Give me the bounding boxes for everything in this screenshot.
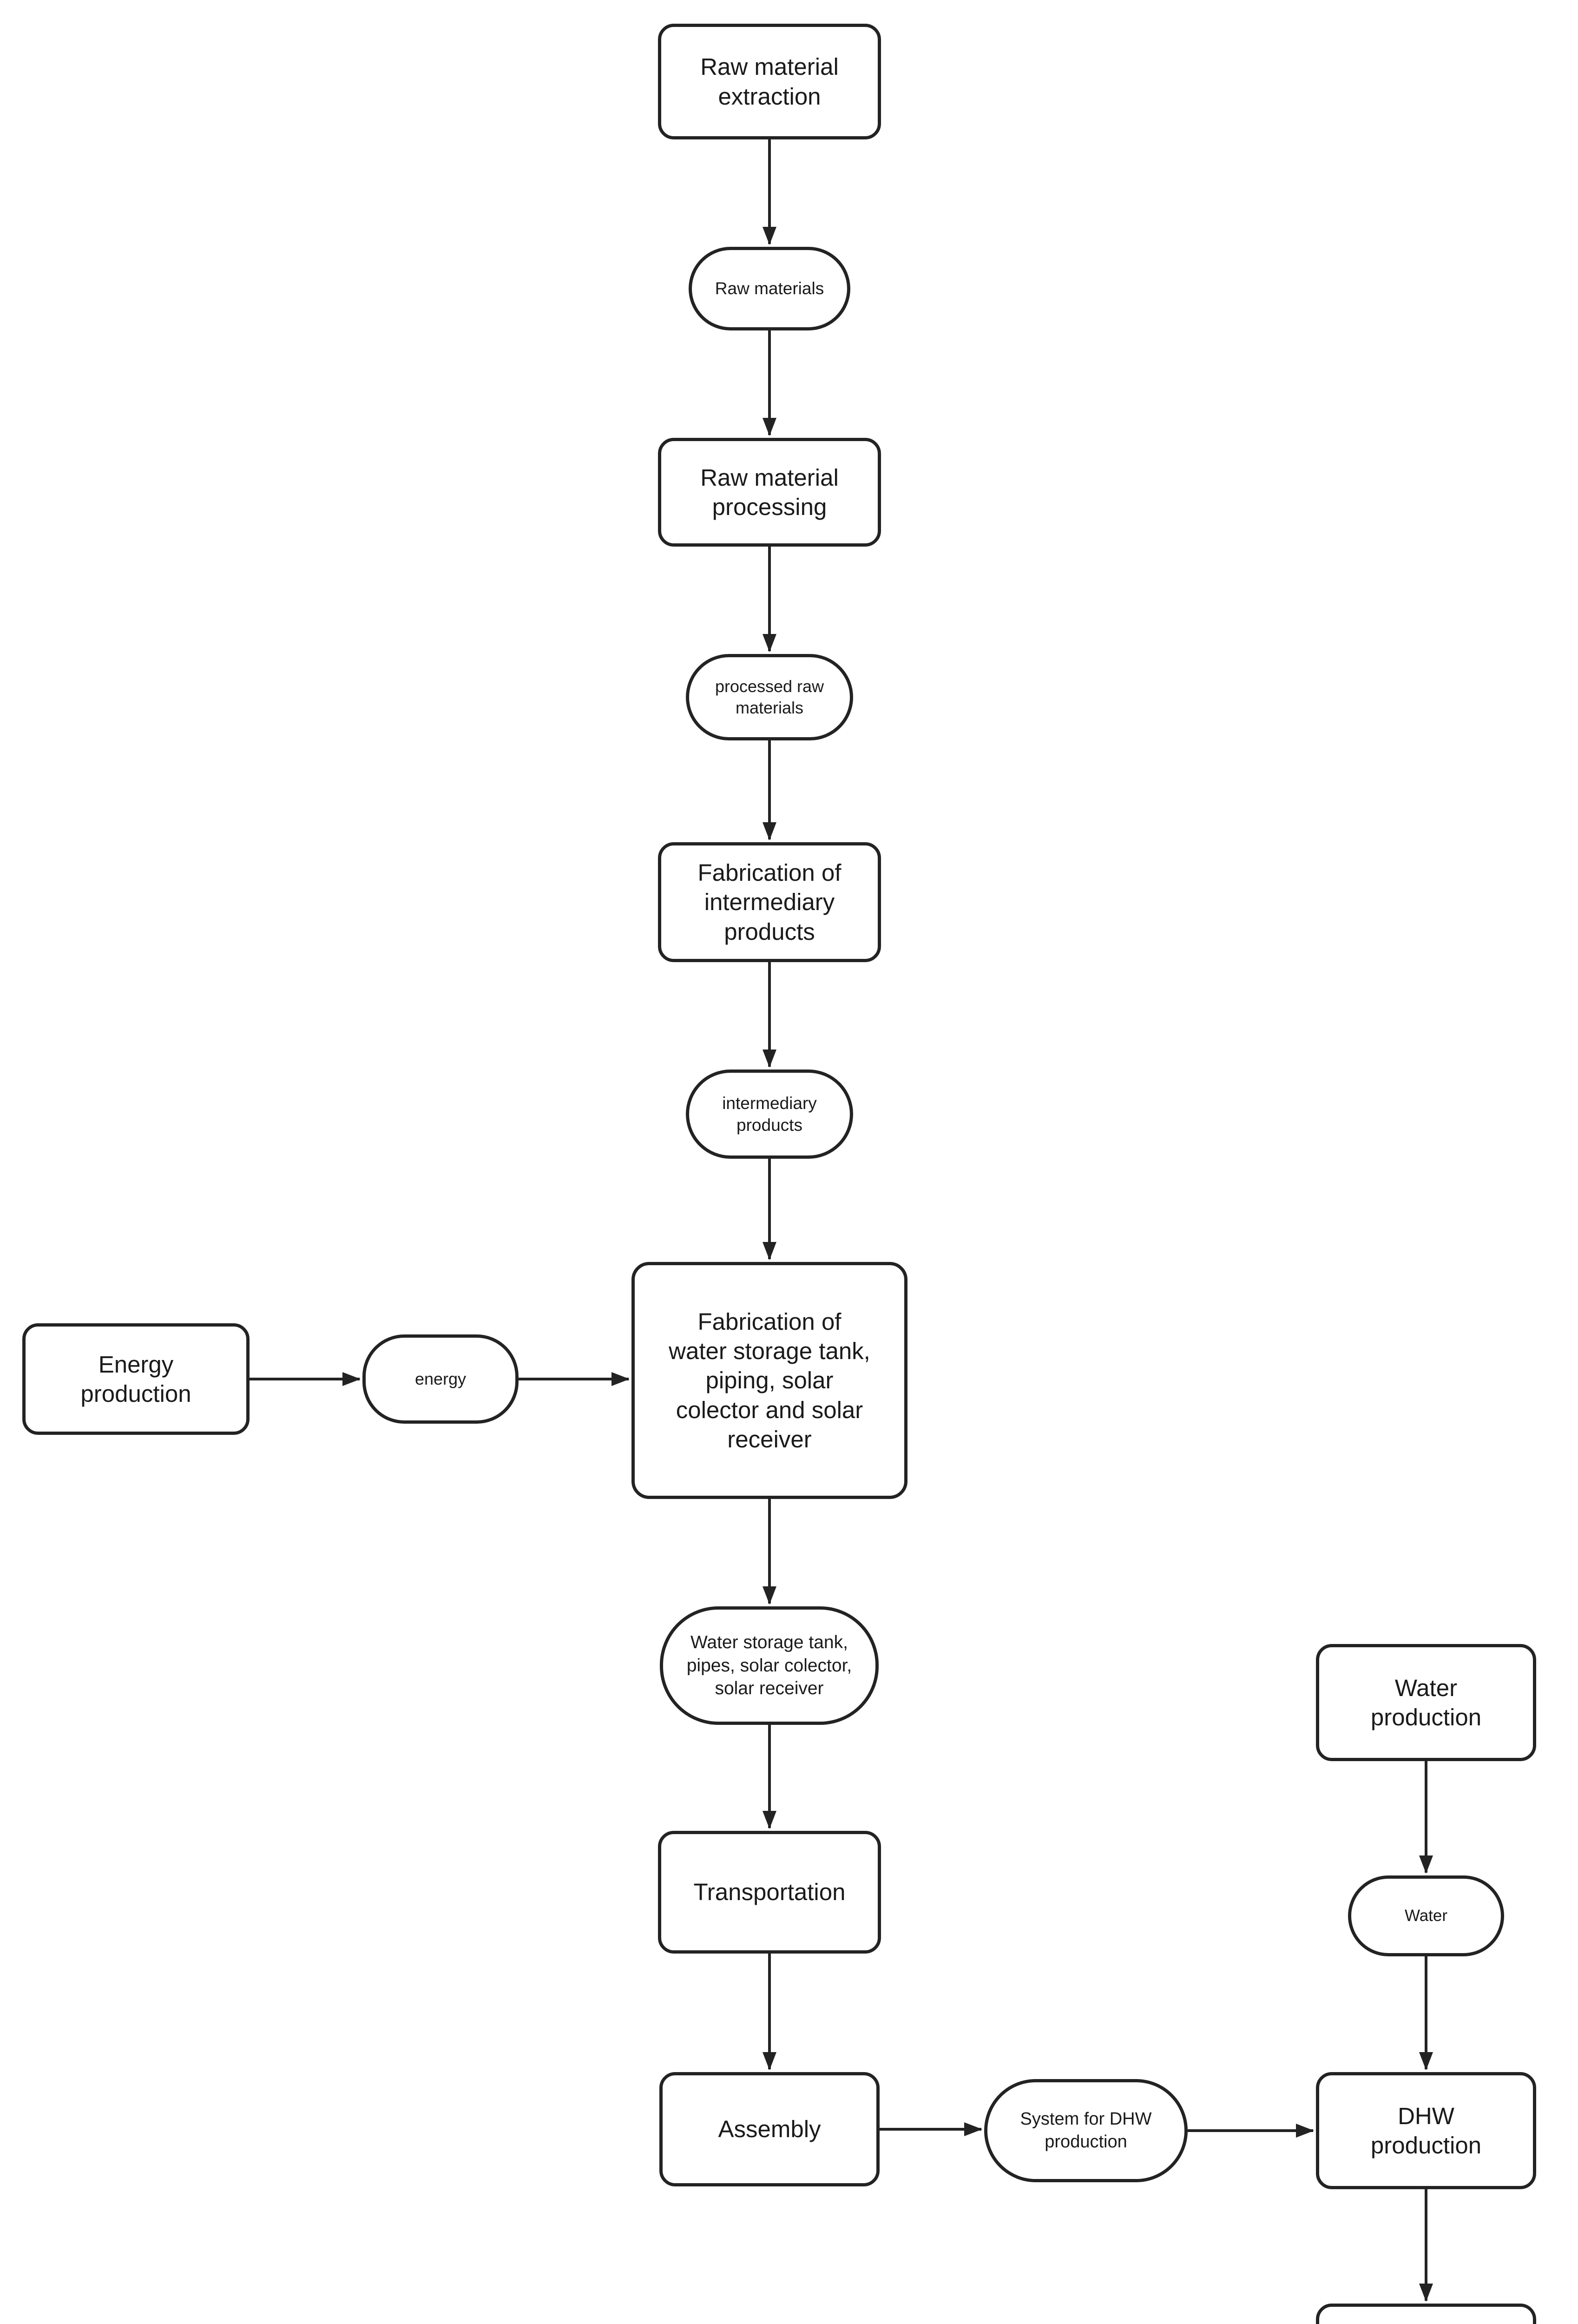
node-transportation: Transportation xyxy=(658,1831,881,1954)
node-dhw-production: DHW production xyxy=(1316,2072,1536,2189)
node-fabrication-intermediary-products: Fabrication of intermediary products xyxy=(658,842,881,962)
node-processed-raw-materials: processed raw materials xyxy=(686,654,853,740)
node-energy-production: Energy production xyxy=(22,1323,250,1435)
node-energy: energy xyxy=(362,1334,519,1424)
node-intermediary-products: intermediary products xyxy=(686,1070,853,1159)
node-water-production: Water production xyxy=(1316,1644,1536,1761)
node-system-for-dhw-production: System for DHW production xyxy=(984,2079,1188,2182)
node-water: Water xyxy=(1348,1875,1504,1956)
node-raw-materials: Raw materials xyxy=(689,247,850,330)
node-assembly: Assembly xyxy=(659,2072,880,2186)
node-fabrication-water-storage-tank: Fabrication of water storage tank, pipin… xyxy=(631,1262,907,1499)
node-raw-material-extraction: Raw material extraction xyxy=(658,24,881,139)
node-end-of-life-of-system: End of life of the system xyxy=(1316,2304,1536,2324)
node-water-storage-tank-pipes-outputs: Water storage tank, pipes, solar colecto… xyxy=(660,1606,879,1725)
node-raw-material-processing: Raw material processing xyxy=(658,438,881,547)
